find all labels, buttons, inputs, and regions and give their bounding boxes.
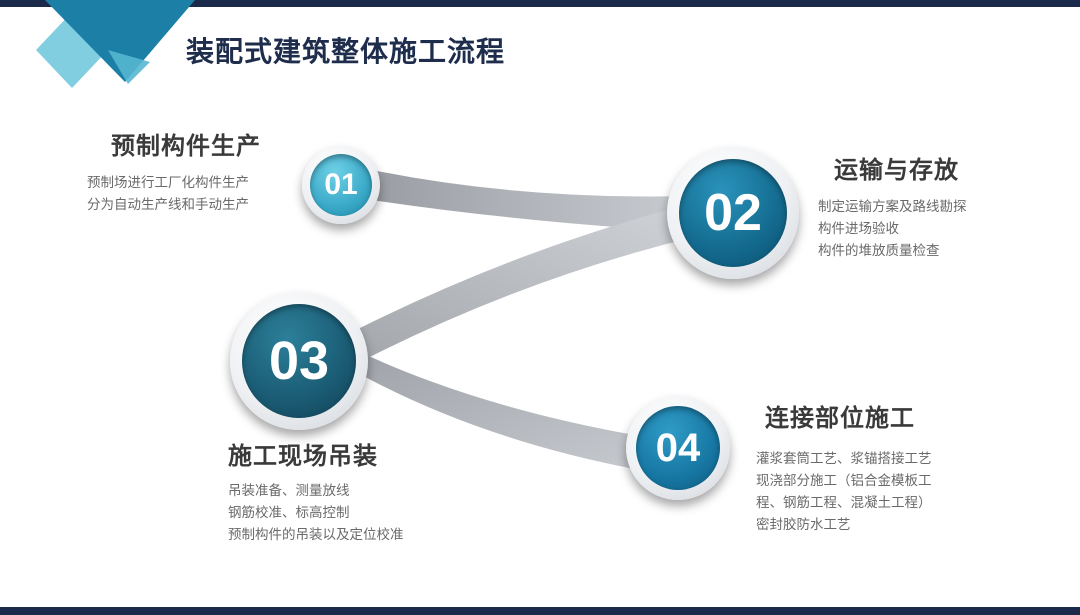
step-03-circle: 03 [230,292,368,430]
deco-diamond-dark [45,0,195,82]
step-03-line-2: 钢筋校准、标高控制 [228,505,350,521]
step-02-heading: 运输与存放 [834,156,959,184]
deco-diamond-mid [108,50,150,84]
step-02-line-1: 制定运输方案及路线勘探 [818,199,967,215]
step-03-line-3: 预制构件的吊装以及定位校准 [228,527,404,543]
step-04-line-4: 密封胶防水工艺 [756,517,851,533]
step-03-line-1: 吊装准备、测量放线 [228,483,350,499]
step-04-line-2: 现浇部分施工（铝合金模板工 [756,473,932,489]
connector-01-02 [372,170,690,232]
step-02-number: 02 [679,159,787,267]
step-01-line-1: 预制场进行工厂化构件生产 [87,175,249,191]
step-04-description: 灌浆套筒工艺、浆锚搭接工艺 现浇部分施工（铝合金模板工 程、钢筋工程、混凝土工程… [756,448,932,536]
page-title: 装配式建筑整体施工流程 [186,35,506,68]
step-01-description: 预制场进行工厂化构件生产 分为自动生产线和手动生产 [87,172,249,216]
step-04-heading: 连接部位施工 [765,404,915,432]
step-02-description: 制定运输方案及路线勘探 构件进场验收 构件的堆放质量检查 [818,196,967,262]
bottom-bar [0,607,1080,615]
step-03-heading: 施工现场吊装 [228,442,378,470]
step-02-line-2: 构件进场验收 [818,221,899,237]
step-01-number: 01 [310,154,372,216]
step-03-description: 吊装准备、测量放线 钢筋校准、标高控制 预制构件的吊装以及定位校准 [228,480,404,546]
step-01-circle: 01 [302,146,380,224]
connector-03-04 [356,352,640,470]
step-04-line-1: 灌浆套筒工艺、浆锚搭接工艺 [756,451,932,467]
step-02-line-3: 构件的堆放质量检查 [818,243,940,259]
step-04-number: 04 [636,406,720,490]
step-04-circle: 04 [626,396,730,500]
step-04-line-3: 程、钢筋工程、混凝土工程） [756,495,932,511]
top-bar [0,0,1080,7]
step-01-line-2: 分为自动生产线和手动生产 [87,197,249,213]
step-02-circle: 02 [667,147,799,279]
step-01-heading: 预制构件生产 [111,132,261,160]
step-03-number: 03 [242,304,356,418]
corner-decoration [36,0,195,88]
connector-02-03 [356,204,690,362]
